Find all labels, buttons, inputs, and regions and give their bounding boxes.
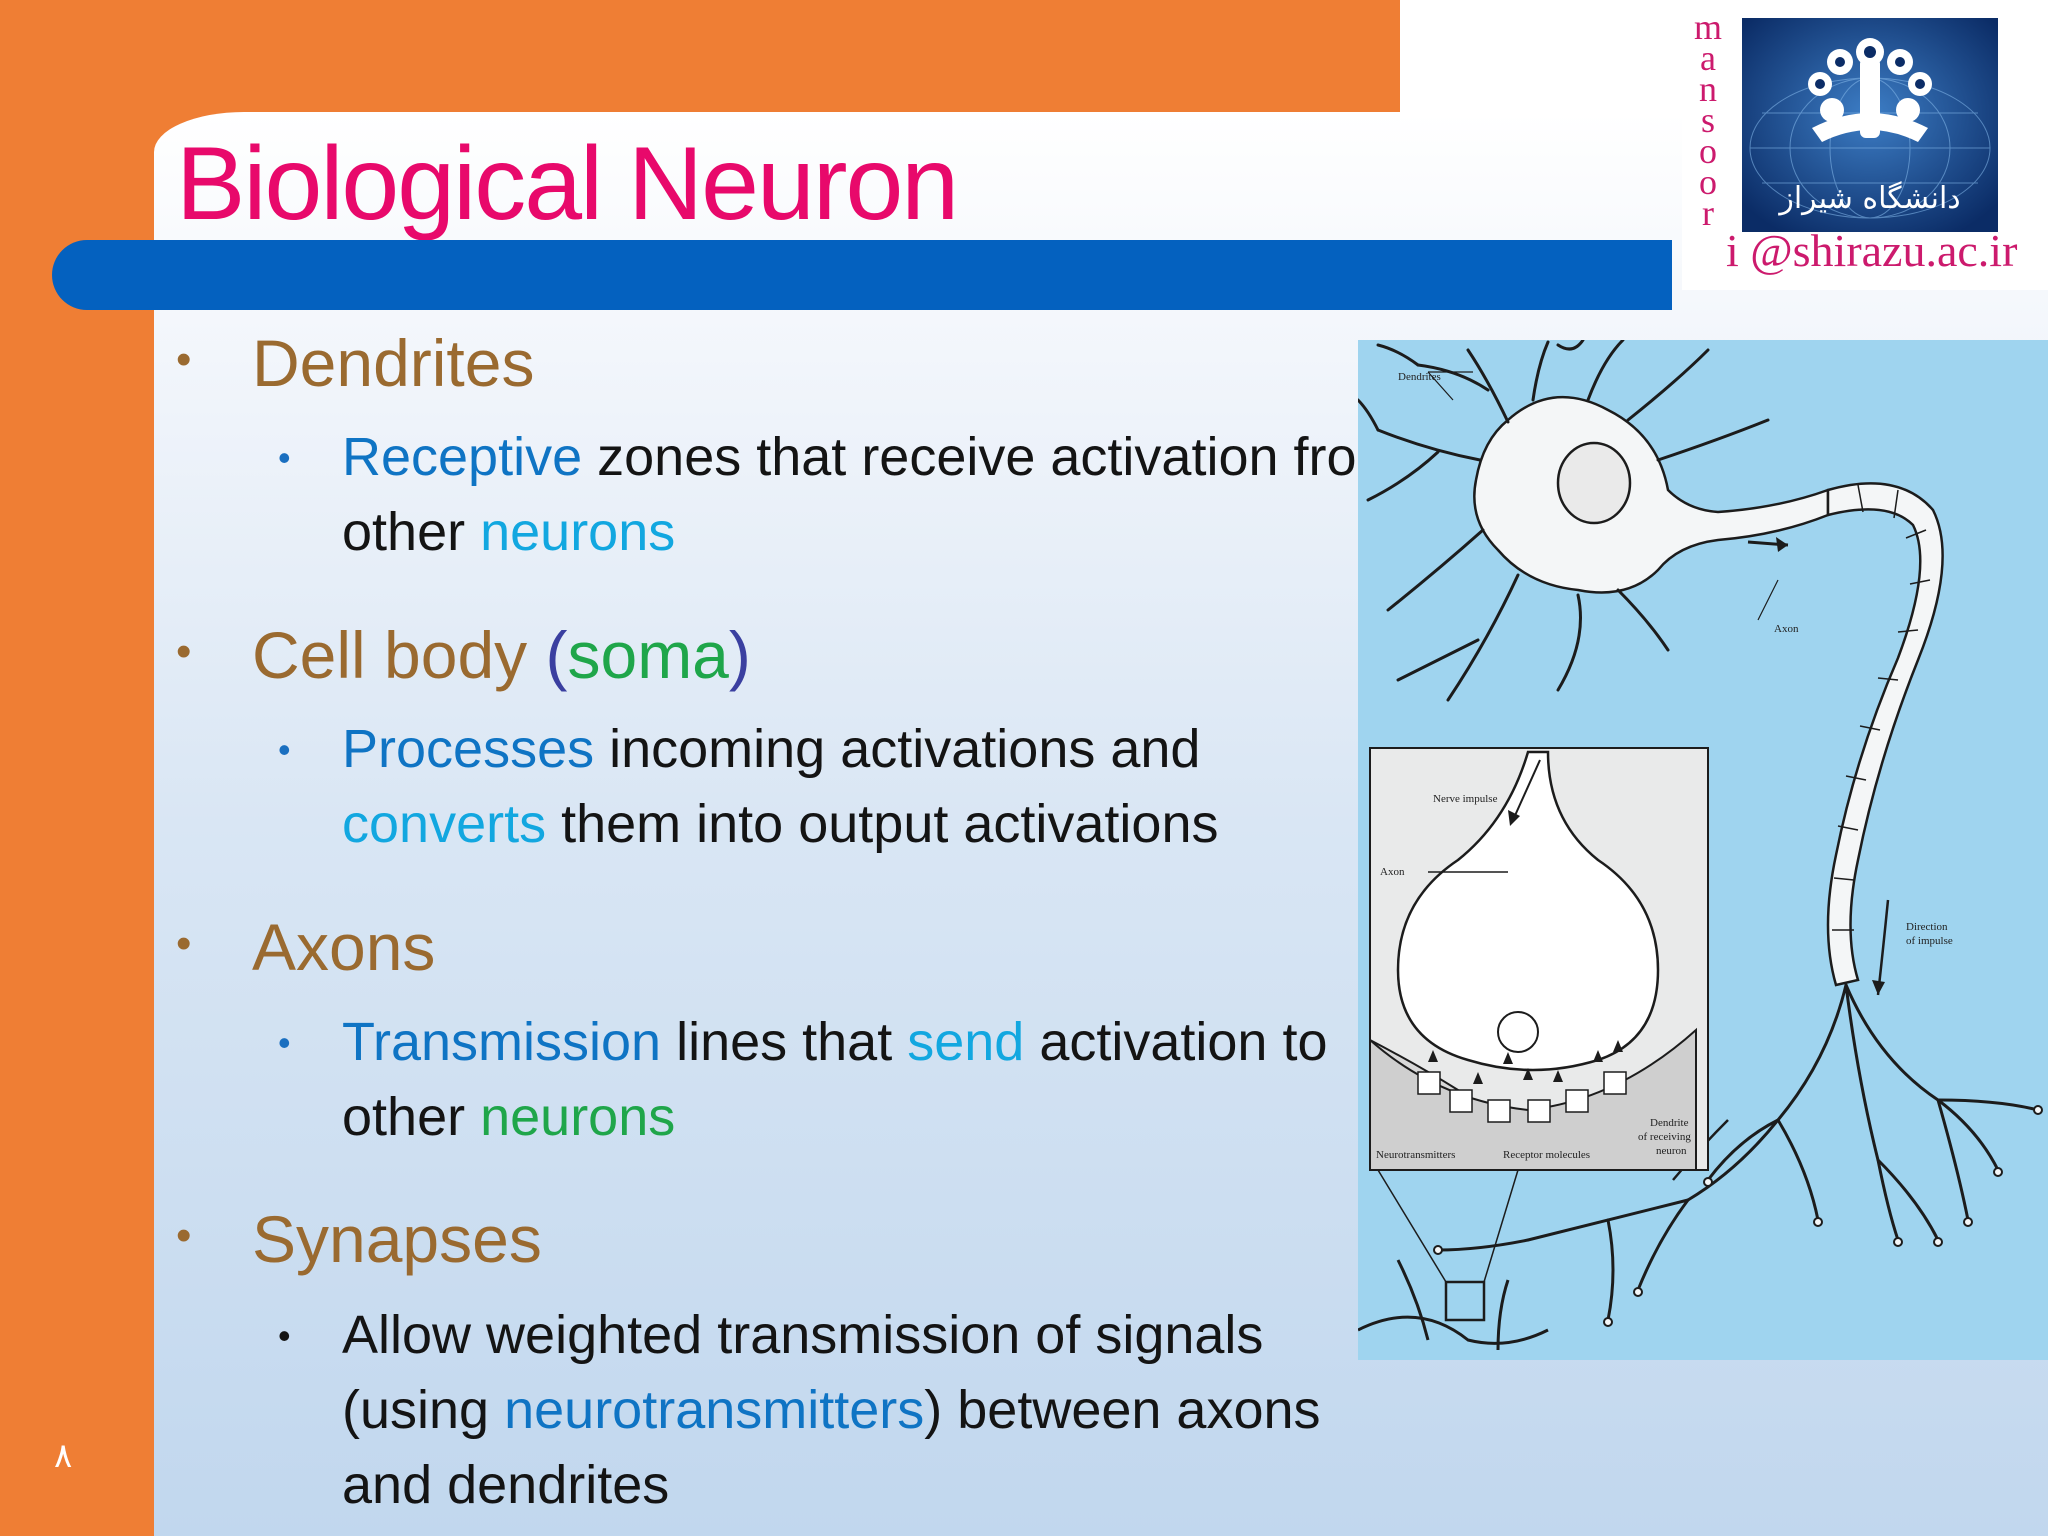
logo-letter: a <box>1700 38 1716 78</box>
logo-letter: o <box>1699 131 1717 171</box>
axon-terminal-bulb <box>1396 750 1660 1072</box>
sub-bullet-text: Receptive zones that receive activation … <box>342 427 1402 562</box>
logo-letter: n <box>1699 69 1717 109</box>
neuron-illustration: Dendrites Axon Direction of impulse Nerv… <box>1358 340 2043 1351</box>
bullet-dot: • <box>176 335 192 384</box>
cell-body-shape <box>1473 395 1830 594</box>
label-dendrite-of: Dendrite <box>1650 1117 1689 1129</box>
slide-number: ۸ <box>54 1436 73 1476</box>
bullet-heading: Axons <box>252 910 436 984</box>
bullet-heading: Synapses <box>252 1202 542 1276</box>
logo-email: i @shirazu.ac.ir <box>1726 225 2018 276</box>
sub-bullet-text: Transmission lines that send activation … <box>342 1012 1328 1147</box>
label-axon-inset: Axon <box>1380 866 1405 878</box>
label-direction: Direction <box>1906 921 1948 933</box>
label-dendrites: Dendrites <box>1398 371 1441 383</box>
synapse-box <box>1444 1280 1486 1322</box>
bullet-dot: • <box>176 627 192 676</box>
label-neuron: neuron <box>1656 1145 1687 1157</box>
bullet-heading: Cell body (soma) <box>252 618 751 692</box>
bullet-dot: • <box>176 1211 192 1260</box>
sub-bullet-text: Processes incoming activations and conve… <box>342 719 1219 854</box>
sub-bullet-dot: • <box>278 437 291 478</box>
logo-letter: m <box>1693 7 1722 47</box>
neuron-diagram: Dendrites Axon Direction of impulse Nerv… <box>1358 340 2048 1360</box>
sub-bullet-dot: • <box>278 1315 291 1356</box>
shiraz-university-emblem-icon: دانشگاه شیراز <box>1742 18 1998 232</box>
label-neurotransmitters: Neurotransmitters <box>1376 1149 1455 1161</box>
label-of-impulse: of impulse <box>1906 935 1953 947</box>
bullet-dot: • <box>176 919 192 968</box>
nucleus-shape <box>1556 441 1632 525</box>
top-orange-band <box>0 0 1400 112</box>
label-nerve-impulse: Nerve impulse <box>1433 793 1498 805</box>
logo-letter: s <box>1700 100 1715 140</box>
emblem-text: دانشگاه شیراز <box>1777 181 1960 216</box>
label-axon: Axon <box>1774 623 1799 635</box>
logo-vertical-name: m a n s o o r <box>1686 7 1730 233</box>
sub-bullet-dot: • <box>278 1022 291 1063</box>
slide-title: Biological Neuron <box>176 126 959 242</box>
label-receptor-molecules: Receptor molecules <box>1503 1149 1590 1161</box>
bullet-heading: Dendrites <box>252 326 535 400</box>
label-of-receiving: of receiving <box>1638 1131 1691 1143</box>
logo-letter: o <box>1699 162 1717 202</box>
sub-bullet-dot: • <box>278 729 291 770</box>
axon-shape <box>1826 482 1944 987</box>
logo-letter: r <box>1702 193 1714 233</box>
sub-bullet-text: Allow weighted transmission of signals (… <box>342 1305 1321 1515</box>
title-underline-bar <box>52 240 1672 310</box>
